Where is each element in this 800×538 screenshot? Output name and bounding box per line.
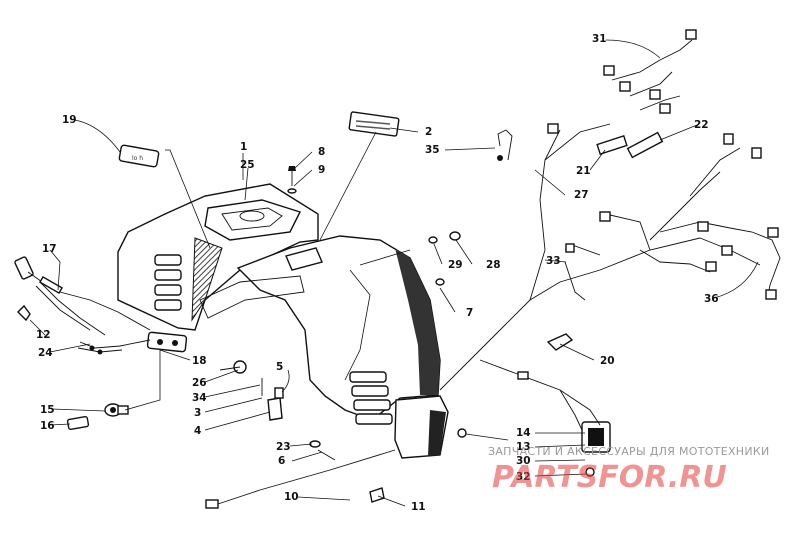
callout-22: 22 — [694, 119, 709, 131]
callout-14: 14 — [516, 427, 531, 439]
callout-4: 4 — [194, 425, 201, 437]
callout-21: 21 — [576, 165, 591, 177]
callout-2: 2 — [425, 126, 432, 138]
clip-12 — [17, 304, 31, 322]
plug-15-16 — [66, 403, 129, 431]
callout-26: 26 — [192, 377, 207, 389]
callout-35: 35 — [425, 144, 440, 156]
callout-16: 16 — [40, 420, 55, 432]
callout-24: 24 — [38, 347, 53, 359]
callout-18: 18 — [192, 355, 207, 367]
callout-20: 20 — [600, 355, 615, 367]
callout-33: 33 — [546, 255, 561, 267]
callout-1: 1 — [240, 141, 247, 153]
callout-34: 34 — [192, 392, 207, 404]
decal-19: lo h — [118, 144, 160, 168]
callout-27: 27 — [574, 189, 589, 201]
callout-8: 8 — [318, 146, 325, 158]
watermark-brand: PARTSFOR.RU — [492, 460, 727, 495]
wiring-harness — [205, 29, 781, 509]
callout-29: 29 — [448, 259, 463, 271]
callout-23: 23 — [276, 441, 291, 453]
callout-6: 6 — [278, 455, 285, 467]
decal-2 — [348, 111, 400, 137]
hardware — [219, 129, 664, 503]
leader-lines — [29, 39, 759, 507]
right-vents — [349, 371, 393, 425]
callout-31: 31 — [592, 33, 607, 45]
callout-11: 11 — [411, 501, 426, 513]
wires-24 — [77, 339, 151, 355]
callout-13: 13 — [516, 441, 531, 453]
hood-assembly — [117, 183, 449, 459]
callout-32: 32 — [516, 471, 531, 483]
key-switch-17 — [14, 256, 151, 336]
callout-7: 7 — [466, 307, 473, 319]
callout-25: 25 — [240, 159, 255, 171]
callout-36: 36 — [704, 293, 719, 305]
callout-28: 28 — [486, 259, 501, 271]
left-vents — [154, 254, 182, 311]
callout-17: 17 — [42, 243, 57, 255]
callout-12: 12 — [36, 329, 51, 341]
watermark-tagline: ЗАПЧАСТИ И АКСЕССУАРЫ ДЛЯ МОТОТЕХНИКИ — [488, 445, 770, 458]
callout-10: 10 — [284, 491, 299, 503]
callout-3: 3 — [194, 407, 201, 419]
callout-5: 5 — [276, 361, 283, 373]
svg-text:lo h: lo h — [132, 155, 143, 162]
callout-labels: 1 2 3 4 5 6 7 8 9 10 11 12 13 14 15 16 1… — [36, 33, 719, 513]
watermark: ЗАПЧАСТИ И АКСЕССУАРЫ ДЛЯ МОТОТЕХНИКИ PA… — [488, 445, 770, 495]
callout-30: 30 — [516, 455, 531, 467]
callout-19: 19 — [62, 114, 77, 126]
callout-9: 9 — [318, 164, 325, 176]
callout-15: 15 — [40, 404, 55, 416]
